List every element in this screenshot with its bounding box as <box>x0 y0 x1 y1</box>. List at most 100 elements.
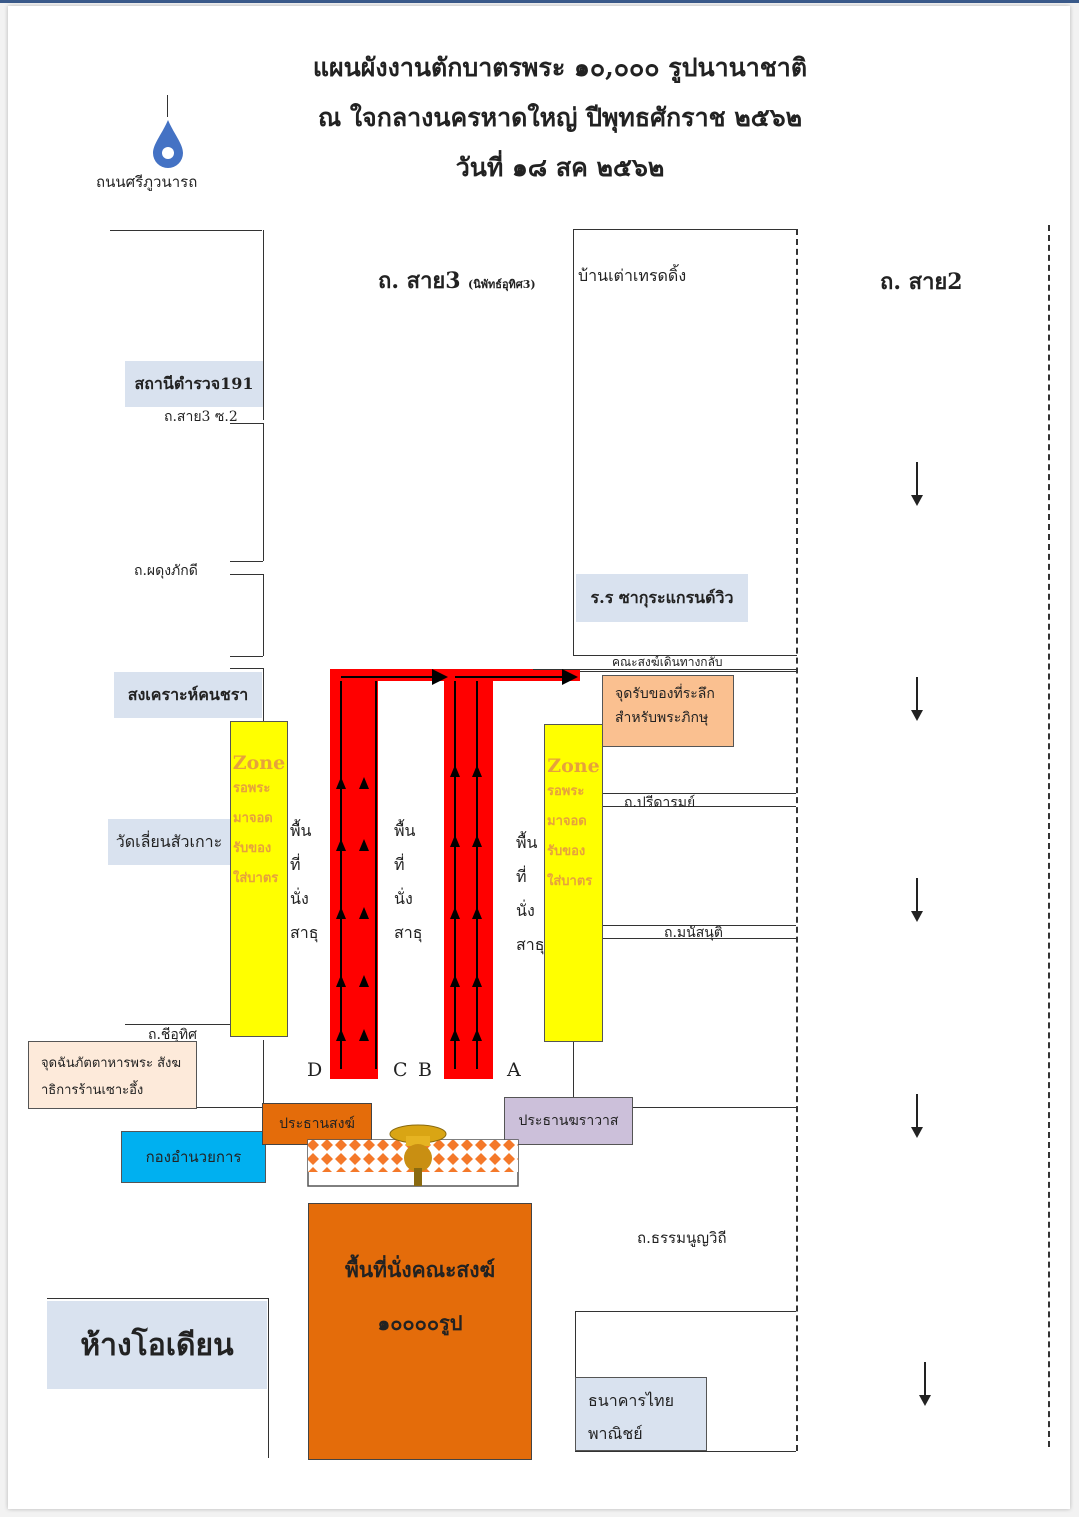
seating-1-word-4: สาธุ <box>290 923 319 942</box>
elderly-home-label: สงเคราะห์คนชรา <box>114 672 262 718</box>
chiyotit-label: ถ.ชีอุทิศ <box>148 1027 197 1043</box>
wat-label: วัดเลี่ยนสัวเกาะ <box>108 819 230 865</box>
procession-arrows-icon <box>336 669 578 1069</box>
zone-left-title: Zone <box>232 752 286 774</box>
police-station-label: สถานีตำรวจ191 <box>125 361 263 407</box>
chiyotit-edge <box>125 1024 230 1025</box>
seating-1-word-1: พื้น <box>290 821 312 840</box>
phadungpakdee-label: ถ.ผดุงภักดี <box>134 563 198 579</box>
seating-3-word-1: พื้น <box>516 833 538 852</box>
preecharom-bottom <box>600 806 796 807</box>
phadung-edge-b <box>230 574 263 575</box>
seating-3-word-3: นั่ง <box>516 901 535 920</box>
zone-right-line-4: ใส่บาตร <box>547 874 593 889</box>
monks-return-bottom <box>573 671 797 672</box>
lane-b: B <box>418 1059 432 1081</box>
bank-block-bottom <box>575 1451 796 1452</box>
arrow-down-icon <box>911 677 923 721</box>
elderly-edge-b <box>230 668 263 669</box>
bank-label: ธนาคารไทย พาณิชย์ <box>575 1377 707 1451</box>
zone-right-line-1: รอพระ <box>547 784 585 799</box>
manutsayut-bottom <box>600 938 796 939</box>
arrow-down-icon <box>911 878 923 922</box>
zone-left-line-4: ใส่บาตร <box>233 871 279 886</box>
left-road-edge-3 <box>263 574 264 656</box>
lane-a: A <box>507 1059 521 1081</box>
procession-exit-line <box>533 669 797 670</box>
zone-right-line-2: มาจอด <box>547 814 587 829</box>
buddha-statue-icon <box>389 1124 447 1186</box>
thammanoon-label: ถ.ธรรมนูญวิถี <box>637 1229 727 1247</box>
arrow-down-icon <box>911 462 923 506</box>
map-page <box>8 6 1070 1509</box>
zone-right-title: Zone <box>547 755 600 777</box>
lay-chair-edge <box>631 1107 796 1108</box>
road-sai2-east-edge <box>1048 225 1050 1447</box>
lane-d: D <box>307 1059 323 1081</box>
monk-seating-area: พื้นที่นั่งคณะสงฆ์ ๑๐๐๐๐รูป <box>308 1203 532 1460</box>
road-sai3-sub-label: (นิพัทธ์อุทิศ3) <box>468 278 536 291</box>
arrow-down-icon <box>919 1362 931 1406</box>
seating-2-word-3: นั่ง <box>394 889 413 908</box>
left-road-edge-5 <box>263 1040 264 1105</box>
odean-mall-label: ห้างโอเดียน <box>47 1301 267 1389</box>
bank-block-top <box>575 1311 796 1312</box>
right-block-left-edge <box>573 229 574 655</box>
seating-3-word-4: สาธุ <box>516 935 545 954</box>
compass-stem <box>167 95 168 117</box>
title-line-2: ณ ใจกลางนครหาดใหญ่ ปีพุทธศักราช ๒๕๖๒ <box>317 103 803 132</box>
seating-2-word-1: พื้น <box>394 821 416 840</box>
seating-2-word-4: สาธุ <box>394 923 423 942</box>
souvenir-point: จุดรับของที่ระลึก สำหรับพระภิกษุ <box>602 675 734 747</box>
seating-3-word-2: ที่ <box>516 867 527 886</box>
procession-column-right <box>444 669 493 1079</box>
seating-1-word-2: ที่ <box>290 855 301 874</box>
soi2-label: ถ.สาย3 ซ.2 <box>164 409 238 425</box>
left-road-edge-2 <box>263 423 264 561</box>
odean-edge <box>268 1298 269 1458</box>
soi2-edge <box>230 423 263 424</box>
title-line-1: แผนผังงานตักบาตรพระ ๑๐,๐๐๐ รูปนานาชาติ <box>312 53 808 82</box>
phadung-edge-a <box>230 561 263 562</box>
road-sai3-label: ถ. สาย3 <box>378 268 461 294</box>
zone-right: Zone รอพระ มาจอด รับของ ใส่บาตร <box>544 724 603 1042</box>
zone-left-line-2: มาจอด <box>233 811 273 826</box>
manutsayut-top <box>600 925 796 926</box>
seating-area-2: พื้น ที่ นั่ง สาธุ <box>394 814 423 950</box>
lay-chair-box: ประธานฆราวาส <box>504 1097 633 1145</box>
preecharom-label: ถ.ปรีดารมย์ <box>624 795 696 811</box>
seating-area-3: พื้น ที่ นั่ง สาธุ <box>516 826 545 962</box>
odean-top-edge <box>47 1298 268 1299</box>
monk-area-count: ๑๐๐๐๐รูป <box>377 1311 463 1335</box>
seating-2-word-2: ที่ <box>394 855 405 874</box>
seating-area-1: พื้น ที่ นั่ง สาธุ <box>290 814 319 950</box>
monk-area-title: พื้นที่นั่งคณะสงฆ์ <box>344 1257 496 1282</box>
food-point-box: จุดฉันภัตตาหารพระ สังฆาธิการร้านเซาะอึ้ง <box>28 1041 197 1109</box>
monk-chair-box: ประธานสงฆ์ <box>262 1103 372 1145</box>
command-center-box: กองอำนวยการ <box>121 1131 266 1183</box>
zone-left: Zone รอพระ มาจอด รับของ ใส่บาตร <box>230 721 288 1037</box>
monks-return-label: คณะสงฆ์เดินทางกลับ <box>612 655 723 669</box>
procession-column-left <box>330 669 378 1079</box>
title-line-3: วันที่ ๑๘ สค ๒๕๖๒ <box>455 153 665 182</box>
window-top-bar <box>0 0 1079 3</box>
right-block-top <box>573 229 797 230</box>
compass-label: ถนนศรีภูวนารถ <box>96 173 198 191</box>
drop-pin-icon <box>153 120 183 168</box>
left-road-edge-1 <box>263 230 264 420</box>
left-road-edge-4 <box>263 668 264 722</box>
arrow-down-icon <box>911 1094 923 1138</box>
sakura-school-label: ร.ร ซากุระแกรนด์วิว <box>576 574 748 622</box>
zone-left-line-1: รอพระ <box>233 781 271 796</box>
left-block-top <box>110 230 262 231</box>
road-sai3-east-edge <box>796 229 798 1451</box>
lane-c: C <box>393 1059 408 1081</box>
road-sai2-label: ถ. สาย2 <box>880 269 963 295</box>
monks-return-top <box>573 655 797 656</box>
elderly-edge-top <box>230 656 263 657</box>
zone-left-line-3: รับของ <box>233 841 272 856</box>
food-point-edge <box>197 1107 263 1108</box>
zone-right-line-3: รับของ <box>547 844 586 859</box>
baantao-label: บ้านเต่าเทรดดิ้ง <box>578 266 687 285</box>
seating-1-word-3: นั่ง <box>290 889 309 908</box>
